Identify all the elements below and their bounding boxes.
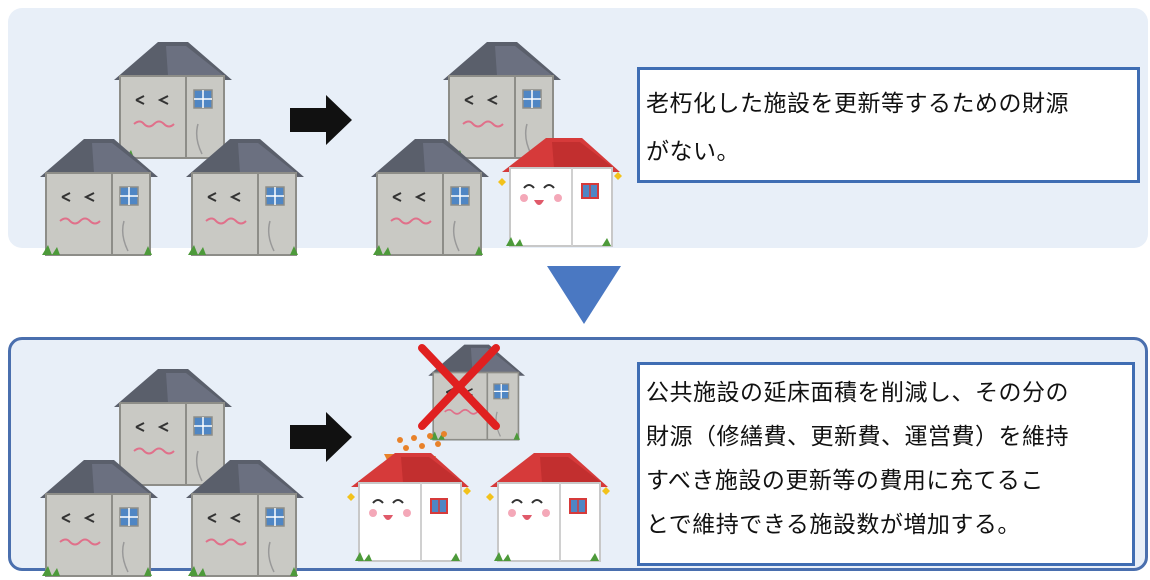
old-house-icon — [370, 138, 490, 256]
right-arrow-icon — [290, 95, 352, 145]
down-arrow-icon — [547, 266, 621, 324]
description-line: とで維持できる施設数が増加する。 — [646, 512, 1021, 538]
description-line: 老朽化した施設を更新等するための財源 — [646, 91, 1069, 117]
cross-mark-icon — [418, 344, 500, 430]
new-house-icon — [497, 137, 623, 247]
old-house-icon — [185, 459, 305, 577]
description-line: 公共施設の延床面積を削減し、その分の — [646, 380, 1069, 406]
old-house-icon — [39, 459, 159, 577]
new-house-icon — [346, 452, 472, 562]
old-house-icon — [39, 138, 159, 256]
description-line: すべき施設の更新等の費用に充てるこ — [646, 468, 1044, 494]
bottom-description-box: 公共施設の延床面積を削減し、その分の 財源（修繕費、更新費、運営費）を維持 すべ… — [637, 362, 1135, 566]
description-line: 財源（修繕費、更新費、運営費）を維持 — [646, 424, 1069, 450]
top-description-box: 老朽化した施設を更新等するための財源 がない。 — [637, 67, 1140, 183]
new-house-icon — [485, 452, 611, 562]
old-house-icon — [185, 138, 305, 256]
description-line: がない。 — [646, 139, 740, 165]
